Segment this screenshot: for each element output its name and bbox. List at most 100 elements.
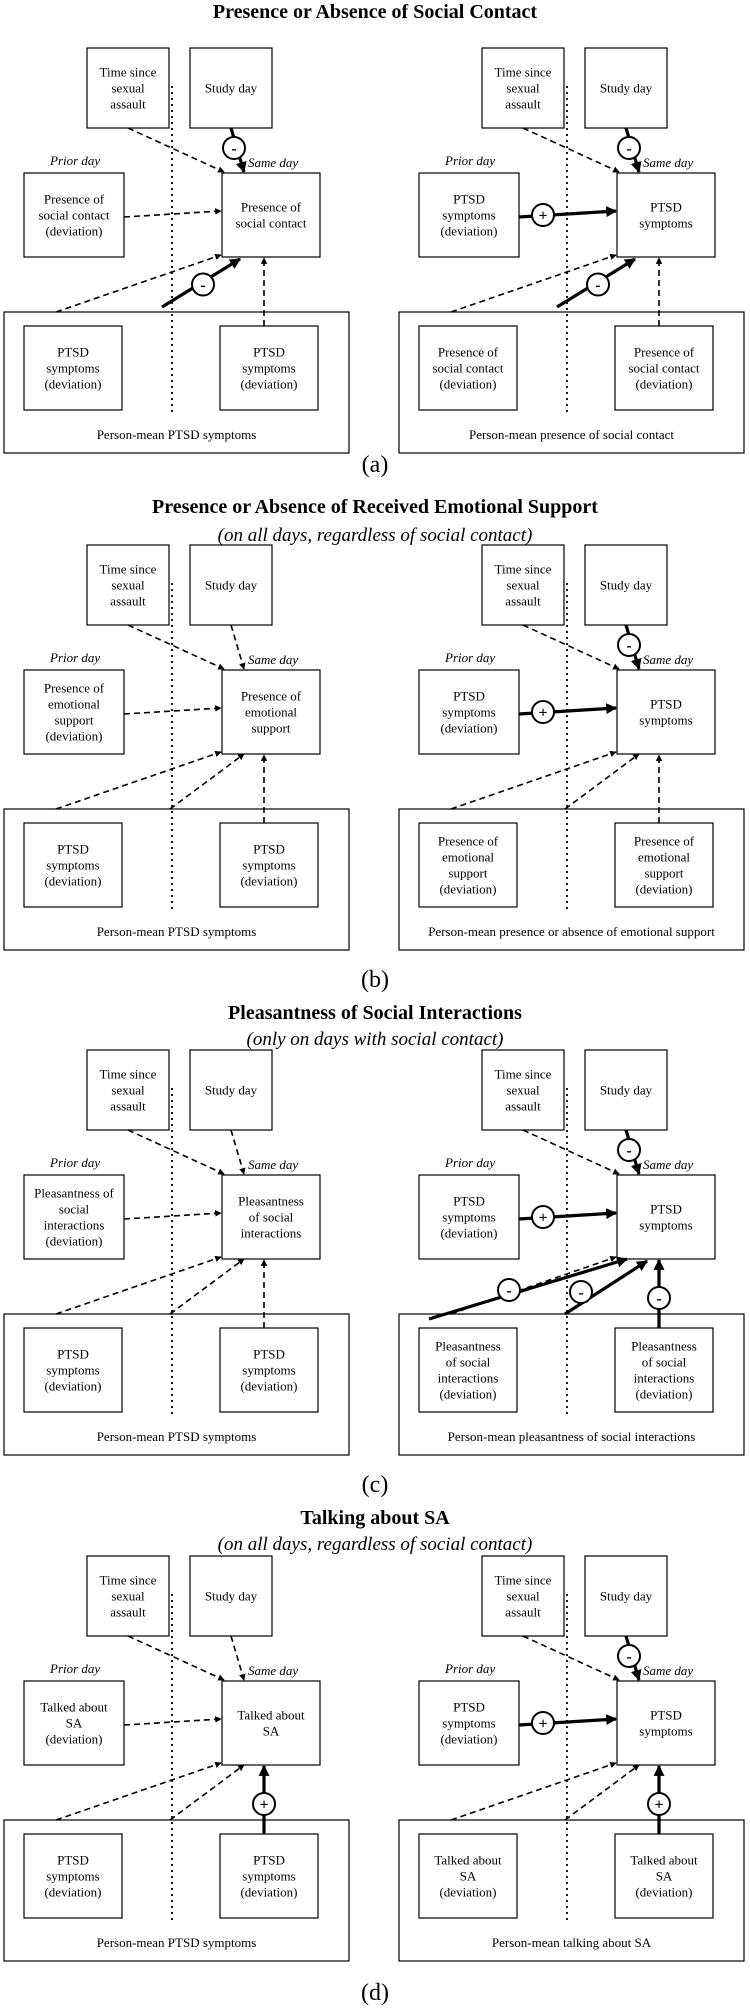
path-diagram-right: Person-mean presence or absence of emoti… — [398, 544, 745, 951]
person-mean-deviation-box-left-line: (deviation) — [44, 874, 101, 889]
same-day-label: Same day — [643, 1157, 693, 1172]
same-day-label: Same day — [248, 1663, 298, 1678]
time-since-assault-box-line: Time since — [495, 562, 552, 577]
time-since-assault-box-line: sexual — [506, 578, 540, 593]
panel-letter: (a) — [362, 452, 389, 478]
time-since-assault-box-line: sexual — [506, 81, 540, 96]
study-day-box: Study day — [584, 544, 668, 626]
study-day-sign-circle-symbol: - — [626, 638, 631, 655]
time-since-assault-box-line: assault — [505, 1099, 541, 1114]
person-mean-deviation-box-left-line: emotional — [442, 850, 494, 865]
same-day-label: Same day — [248, 155, 298, 170]
prior-day-sign-circle-symbol: + — [538, 705, 547, 722]
prior-day-arrow — [123, 208, 222, 218]
prior-day-box-line: (deviation) — [440, 721, 497, 736]
time-since-assault-arrow — [522, 127, 620, 173]
prior-day-box-line: (deviation) — [45, 1732, 102, 1747]
person-mean-deviation-box-right-line: symptoms — [242, 858, 295, 873]
person-mean-deviation-box-left-line: PTSD — [57, 842, 89, 857]
time-since-assault-box-line: sexual — [506, 1083, 540, 1098]
prior-day-label: Prior day — [49, 650, 100, 665]
figure-section-4: Talking about SA(on all days, regardless… — [3, 1507, 745, 2006]
mid-diagonal-sign-circle-symbol: - — [200, 277, 205, 294]
person-mean-deviation-box-right-line: of social — [642, 1355, 687, 1370]
prior-day-box-line: support — [55, 713, 94, 728]
prior-day-box-line: (deviation) — [440, 1226, 497, 1241]
mid-diagonal-sign-circle-symbol: - — [595, 277, 600, 294]
time-since-assault-box-line: Time since — [495, 65, 552, 80]
outcome-box-line: Presence of — [241, 200, 302, 215]
prior-day-label: Prior day — [444, 153, 495, 168]
time-since-assault-box-line: Time since — [495, 1067, 552, 1082]
figure-section-3: Pleasantness of Social Interactions(only… — [3, 1002, 745, 1498]
mid-diagonal-arrow — [564, 1259, 648, 1316]
time-since-assault-box-line: Time since — [100, 562, 157, 577]
time-since-assault-box-line: Time since — [100, 1573, 157, 1588]
prior-day-box-line: Presence of — [44, 681, 105, 696]
prior-day-box-line: SA — [66, 1716, 83, 1731]
person-mean-deviation-box-left-line: PTSD — [57, 1853, 89, 1868]
person-mean-deviation-box-right-line: (deviation) — [635, 377, 692, 392]
person-mean-deviation-box-left-line: (deviation) — [439, 377, 496, 392]
study-day-box-line: Study day — [600, 1589, 653, 1604]
outcome-box-line: Pleasantness — [238, 1194, 304, 1209]
prior-day-box-line: Pleasantness of — [34, 1186, 114, 1201]
person-mean-deviation-box-left-line: symptoms — [46, 1363, 99, 1378]
prior-day-box: Pleasantness ofsocialinteractions(deviat… — [23, 1174, 125, 1260]
study-day-sign-circle: - — [617, 633, 641, 657]
prior-day-box-line: Presence of — [44, 192, 105, 207]
outcome-box-line: emotional — [245, 705, 297, 720]
same-day-label: Same day — [248, 652, 298, 667]
person-mean-deviation-box-left-line: interactions — [438, 1371, 499, 1386]
mid-diagonal-arrow — [169, 1764, 245, 1821]
person-mean-label: Person-mean presence or absence of emoti… — [428, 924, 715, 939]
outcome-box-line: PTSD — [650, 1708, 682, 1723]
prior-day-label: Prior day — [49, 153, 100, 168]
time-since-assault-box-line: assault — [505, 1605, 541, 1620]
outcome-box-line: symptoms — [639, 216, 692, 231]
prior-day-box-line: Talked about — [40, 1700, 108, 1715]
outcome-box-line: of social — [249, 1210, 294, 1225]
outcome-box-line: social contact — [235, 216, 306, 231]
person-mean-deviation-box-right-line: (deviation) — [635, 882, 692, 897]
study-day-sign-circle: - — [617, 1644, 641, 1668]
bottom-left-diagonal-arrow — [450, 750, 617, 810]
person-mean-deviation-box-left-line: symptoms — [46, 858, 99, 873]
prior-day-box-line: symptoms — [442, 705, 495, 720]
person-mean-label: Person-mean PTSD symptoms — [97, 1429, 257, 1444]
prior-day-box-line: interactions — [44, 1218, 105, 1233]
person-mean-deviation-box-right-line: PTSD — [253, 1347, 285, 1362]
panel-letter: (b) — [361, 967, 389, 993]
study-day-box-line: Study day — [600, 1083, 653, 1098]
person-mean-deviation-box-right-line: support — [645, 866, 684, 881]
bottom-left-diagonal-arrow — [450, 253, 617, 313]
section-subtitle: (on all days, regardless of social conta… — [218, 525, 533, 546]
section-subtitle: (only on days with social contact) — [247, 1029, 504, 1050]
time-since-assault-box-line: sexual — [506, 1589, 540, 1604]
person-mean-deviation-box-left-line: (deviation) — [439, 882, 496, 897]
person-mean-deviation-box-right-line: interactions — [634, 1371, 695, 1386]
time-since-assault-arrow — [127, 624, 225, 670]
mid-diagonal-sign-circle: - — [569, 1280, 593, 1304]
prior-day-box-line: PTSD — [453, 1194, 485, 1209]
person-mean-deviation-box-right-line: PTSD — [253, 1853, 285, 1868]
vertical-sign-circle-symbol: + — [654, 1797, 663, 1814]
figure-section-2: Presence or Absence of Received Emotiona… — [3, 496, 745, 993]
